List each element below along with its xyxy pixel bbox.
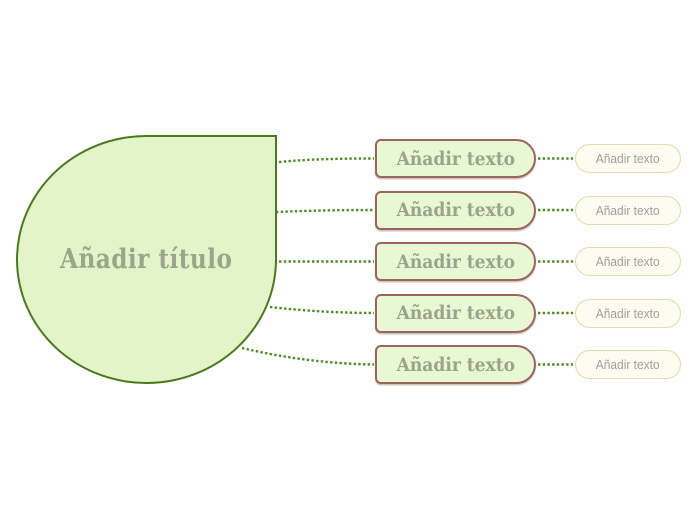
branch-node-label: Añadir texto [396,147,515,170]
root-node[interactable]: Añadir título [16,135,277,384]
branch-node-2[interactable]: Añadir texto [375,190,536,230]
leaf-node-2[interactable]: Añadir texto [575,195,681,225]
branch-node-1[interactable]: Añadir texto [375,139,536,178]
connector-root-branch-5 [241,346,375,366]
branch-node-label: Añadir texto [396,199,515,221]
leaf-node-label: Añadir texto [596,254,660,269]
leaf-node-4[interactable]: Añadir texto [575,298,681,328]
branch-node-3[interactable]: Añadir texto [375,242,536,281]
leaf-node-label: Añadir texto [596,202,660,218]
leaf-node-label: Añadir texto [596,151,660,166]
root-node-label: Añadir título [60,244,233,275]
branch-node-5[interactable]: Añadir texto [375,345,536,384]
branch-node-label: Añadir texto [396,250,515,273]
branch-node-label: Añadir texto [396,353,515,376]
leaf-node-5[interactable]: Añadir texto [575,350,681,379]
branch-node-label: Añadir texto [396,302,515,324]
connector-root-branch-4 [269,305,375,315]
leaf-node-label: Añadir texto [596,357,660,372]
branch-node-4[interactable]: Añadir texto [375,293,536,333]
leaf-node-label: Añadir texto [596,305,660,321]
connector-root-branch-1 [278,157,375,164]
connector-root-branch-2 [275,208,375,214]
leaf-node-3[interactable]: Añadir texto [575,247,681,276]
leaf-node-1[interactable]: Añadir texto [575,144,681,173]
